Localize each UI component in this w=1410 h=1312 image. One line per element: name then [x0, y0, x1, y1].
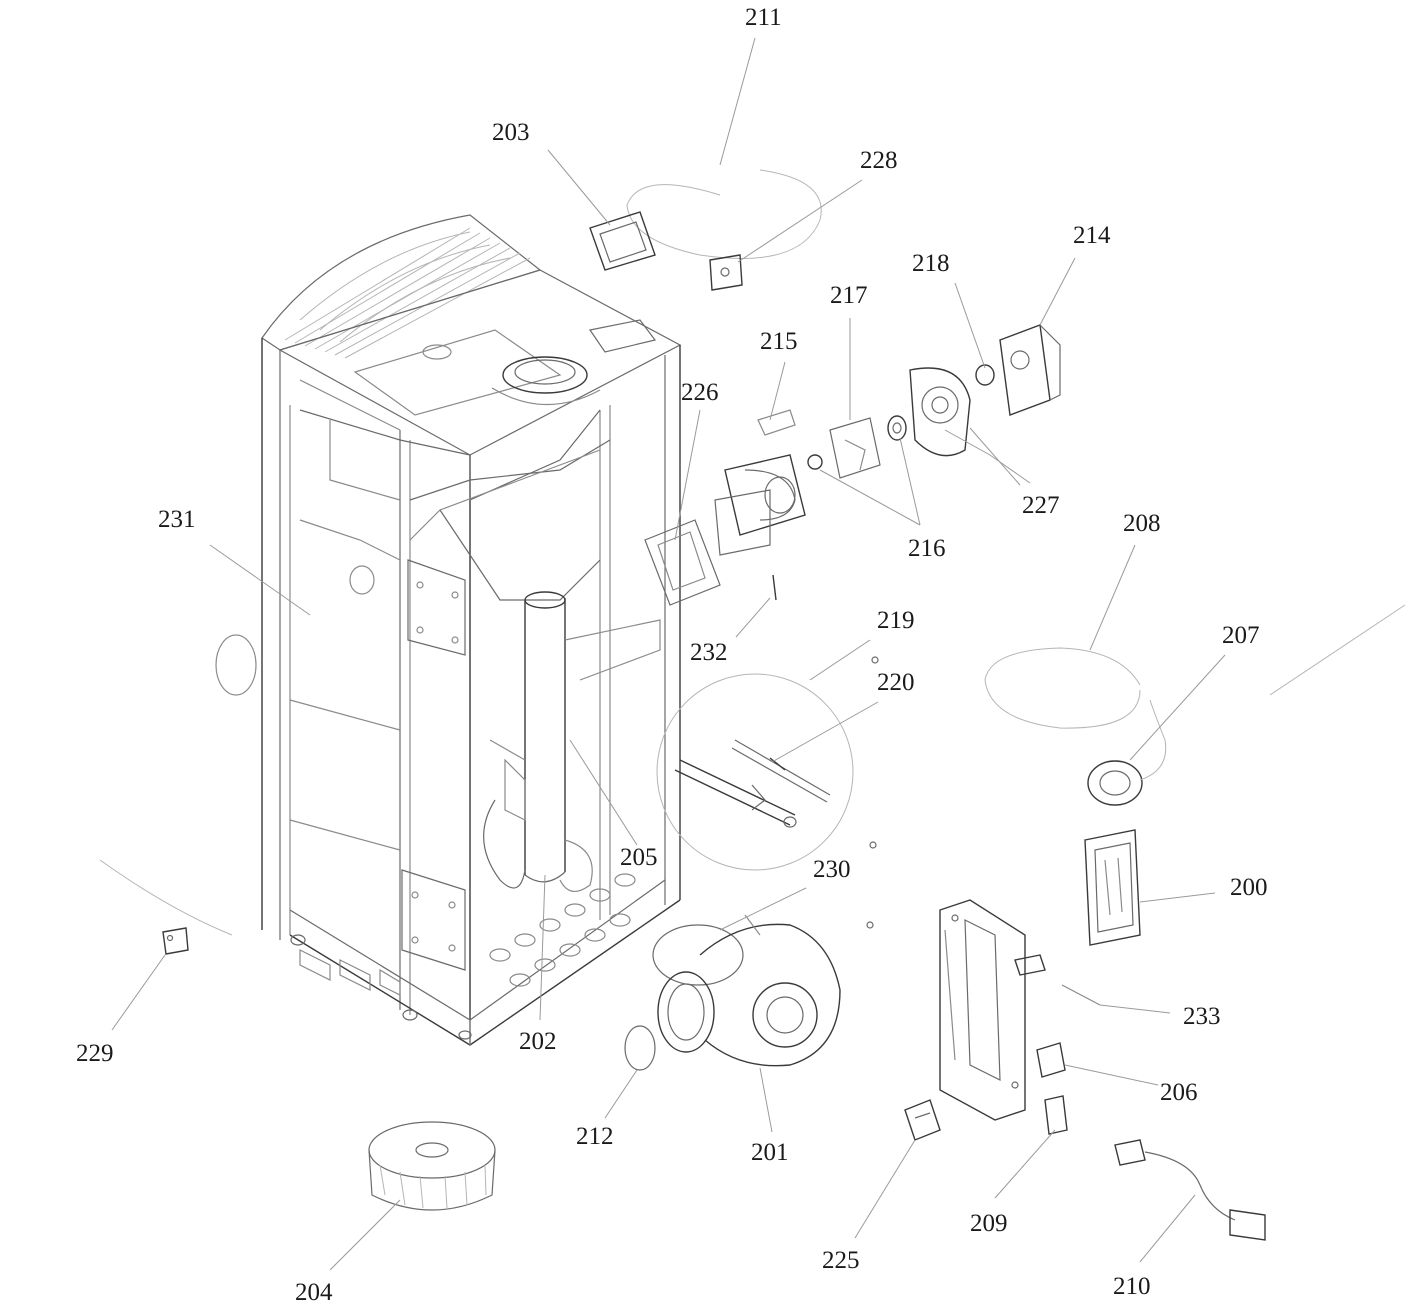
callout-217: 217: [830, 282, 868, 309]
callout-215: 215: [760, 328, 798, 355]
gasket-230: [652, 924, 744, 986]
callout-labels: 211 203 228 214 218 217 215 226 227 216 …: [76, 4, 1268, 1306]
pin-232: [772, 574, 777, 601]
pressure-switch-207: [1087, 699, 1167, 806]
screw: [866, 921, 874, 929]
callout-226: 226: [681, 379, 719, 406]
top-cover-plate: [353, 329, 562, 416]
cable-loop-208: [984, 647, 1141, 729]
callout-218: 218: [912, 250, 950, 277]
callout-210: 210: [1113, 1273, 1151, 1300]
callout-225: 225: [822, 1247, 860, 1274]
callout-219: 219: [877, 607, 915, 634]
relay-206: [1036, 1042, 1066, 1078]
callout-207: 207: [1222, 622, 1260, 649]
callout-201: 201: [751, 1139, 789, 1166]
leader-lines: [111, 37, 1226, 1271]
auger-assembly: [714, 409, 823, 556]
flue-collar: [502, 356, 588, 394]
side-inspection-panel-top: [407, 559, 466, 656]
callout-204: 204: [295, 1279, 333, 1306]
gasket-plate-226: [644, 519, 721, 606]
callout-202: 202: [519, 1028, 557, 1055]
callout-228: 228: [860, 147, 898, 174]
top-grille: [284, 227, 531, 359]
electrical-panel: [939, 899, 1046, 1121]
callout-220: 220: [877, 669, 915, 696]
igniter-220: [674, 739, 831, 828]
ring-218: [975, 364, 995, 386]
exhaust-fan-201: [657, 914, 841, 1067]
flange-227: [909, 367, 971, 457]
callout-231: 231: [158, 506, 196, 533]
callout-212: 212: [576, 1123, 614, 1150]
coupling-217: [829, 417, 881, 479]
callout-214: 214: [1073, 222, 1111, 249]
fan-wheel-204: [368, 1121, 496, 1211]
power-cord-210: [1114, 1139, 1266, 1241]
callout-205: 205: [620, 844, 658, 871]
callout-203: 203: [492, 119, 530, 146]
callout-233: 233: [1183, 1003, 1221, 1030]
callout-208: 208: [1123, 510, 1161, 537]
callout-216: 216: [908, 535, 946, 562]
switch-228: [709, 254, 743, 291]
switch-209: [1044, 1095, 1068, 1135]
bearing-216: [887, 415, 907, 441]
cable-loop-211: [626, 169, 822, 259]
display-bezel-203: [589, 211, 656, 271]
o-ring-212: [624, 1025, 656, 1071]
side-inspection-panel-bottom: [401, 869, 466, 971]
gearmotor-214: [999, 324, 1061, 416]
detail-circle-219: [656, 673, 854, 871]
callout-230: 230: [813, 856, 851, 883]
callout-227: 227: [1022, 492, 1060, 519]
callout-206: 206: [1160, 1079, 1198, 1106]
callout-200: 200: [1230, 874, 1268, 901]
control-board-200: [1084, 829, 1141, 946]
stove-body: [215, 214, 682, 1046]
callout-209: 209: [970, 1210, 1008, 1237]
block-225: [904, 1099, 941, 1141]
callout-211: 211: [745, 4, 782, 31]
screw: [871, 656, 879, 664]
screw: [869, 841, 877, 849]
base-holes: [489, 873, 636, 987]
bracket-229: [162, 927, 189, 955]
left-side-disc: [215, 634, 257, 696]
callout-229: 229: [76, 1040, 114, 1067]
wire-233: [1061, 984, 1101, 1006]
callout-232: 232: [690, 639, 728, 666]
